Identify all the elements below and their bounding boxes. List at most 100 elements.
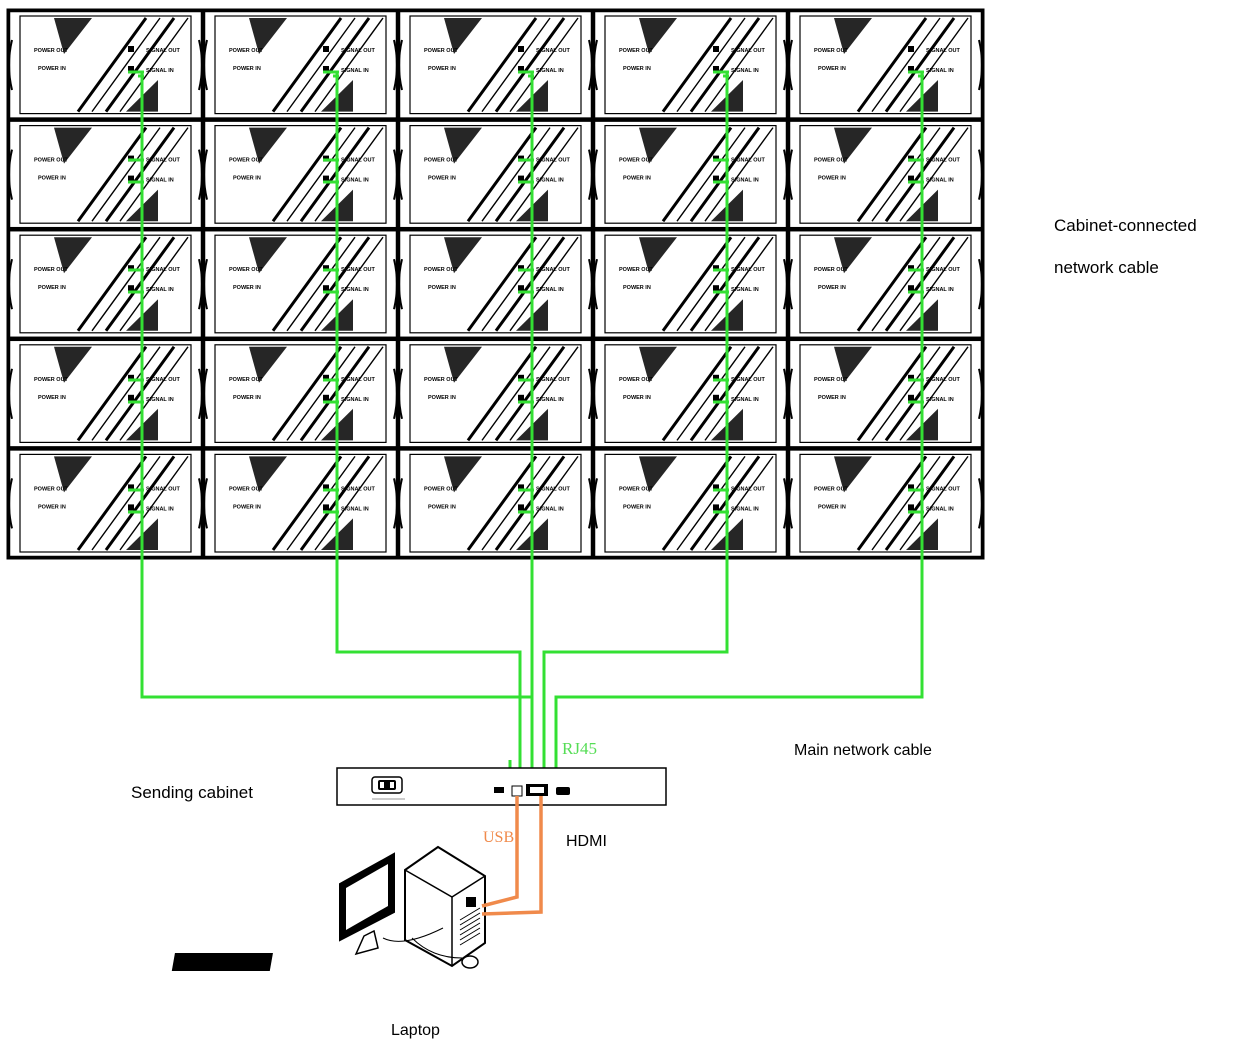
port-square xyxy=(908,374,914,381)
signal-out-text: SIGNAL OUT xyxy=(536,48,570,54)
diagonal-brace xyxy=(286,127,356,222)
corner-wedge xyxy=(639,18,677,54)
power-out-text: POWER OUT xyxy=(619,48,654,54)
laptop-computer xyxy=(171,796,592,971)
diagonal-brace xyxy=(689,345,761,442)
diagonal-brace xyxy=(286,455,356,551)
hdmi-cable xyxy=(481,796,543,916)
cabinet-module-frame xyxy=(214,124,387,224)
right-bracket xyxy=(393,149,398,200)
corner-wedge xyxy=(639,346,677,383)
monitor-stand xyxy=(354,929,379,956)
left-bracket xyxy=(398,39,403,91)
diagonal-brace xyxy=(314,17,384,113)
left-bracket xyxy=(8,368,13,420)
keyboard-key-row xyxy=(540,955,547,969)
corner-wedge xyxy=(126,408,158,441)
signal-in-text: SIGNAL IN xyxy=(146,178,174,184)
port-square xyxy=(713,175,719,182)
signal-out-text: SIGNAL OUT xyxy=(731,158,765,164)
corner-wedge xyxy=(639,237,677,274)
diagonal-brace xyxy=(509,127,579,222)
signal-out-text: SIGNAL OUT xyxy=(731,267,765,273)
cabinet-module-frame xyxy=(799,234,972,334)
power-out-text: POWER OUT xyxy=(34,158,69,164)
diagonal-brace xyxy=(271,17,343,113)
right-bracket xyxy=(588,149,593,200)
signal-out-text: SIGNAL OUT xyxy=(146,48,180,54)
signal-out-text: SIGNAL OUT xyxy=(341,48,375,54)
signal-in-text: SIGNAL IN xyxy=(341,68,369,74)
port-square xyxy=(128,46,134,52)
port-square xyxy=(128,175,134,182)
signal-in-text: SIGNAL IN xyxy=(536,506,564,512)
cabinet-module-frame xyxy=(214,15,387,115)
cabinet-border xyxy=(397,338,594,449)
corner-wedge xyxy=(906,408,938,441)
power-in-text: POWER IN xyxy=(818,285,846,291)
signal-in-text: SIGNAL IN xyxy=(731,178,759,184)
signal-in-text: SIGNAL IN xyxy=(926,178,954,184)
signal-out-text: SIGNAL OUT xyxy=(146,267,180,273)
port-square xyxy=(128,285,134,292)
diagonal-brace xyxy=(899,346,969,441)
diagonal-brace xyxy=(884,126,956,223)
diagonal-brace xyxy=(104,17,176,113)
diagonal-brace xyxy=(884,17,956,113)
port-square xyxy=(323,374,329,381)
signal-in-text: SIGNAL IN xyxy=(536,397,564,403)
left-bracket xyxy=(398,368,403,420)
diagonal-brace xyxy=(91,236,161,332)
right-bracket xyxy=(393,258,398,310)
diagonal-brace xyxy=(509,455,579,551)
left-bracket xyxy=(593,478,598,529)
left-bracket xyxy=(593,258,598,310)
signal-out-text: SIGNAL OUT xyxy=(341,158,375,164)
port-square xyxy=(323,394,329,401)
power-in-text: POWER IN xyxy=(38,395,66,401)
cabinet-border xyxy=(7,228,204,340)
power-out-text: POWER OUT xyxy=(34,377,69,383)
keyboard-key-row xyxy=(585,955,592,969)
keyboard-key-row xyxy=(567,955,574,969)
diagonal-brace xyxy=(91,127,161,222)
signal-in-text: SIGNAL IN xyxy=(146,397,174,403)
cabinet-border xyxy=(202,338,399,449)
cabinet-border xyxy=(7,119,204,230)
port-square xyxy=(713,394,719,401)
diagonal-brace xyxy=(76,126,148,223)
left-bracket xyxy=(788,39,793,91)
cabinet-border xyxy=(787,448,984,559)
cabinet-module-frame xyxy=(604,453,777,553)
diagonal-brace xyxy=(466,17,538,113)
cabinet-module-frame xyxy=(409,124,582,224)
port-square xyxy=(323,66,329,72)
cabinet-module-frame xyxy=(19,344,192,443)
diagonal-brace xyxy=(314,127,384,222)
port-square xyxy=(518,46,524,52)
left-bracket xyxy=(8,149,13,200)
diagonal-brace xyxy=(299,345,371,442)
diagonal-brace xyxy=(494,126,566,223)
cabinet-module-frame xyxy=(604,124,777,224)
signal-out-text: SIGNAL OUT xyxy=(536,377,570,383)
cabinet-border xyxy=(787,9,984,120)
signal-in-text: SIGNAL IN xyxy=(926,287,954,293)
power-out-text: POWER OUT xyxy=(229,486,264,492)
signal-in-text: SIGNAL IN xyxy=(341,506,369,512)
mouse-icon xyxy=(461,955,479,969)
power-out-text: POWER OUT xyxy=(229,48,264,54)
diagonal-brace xyxy=(661,236,733,332)
signal-out-text: SIGNAL OUT xyxy=(926,486,960,492)
right-bracket xyxy=(198,258,203,310)
port-square xyxy=(323,285,329,292)
signal-out-text: SIGNAL OUT xyxy=(926,158,960,164)
